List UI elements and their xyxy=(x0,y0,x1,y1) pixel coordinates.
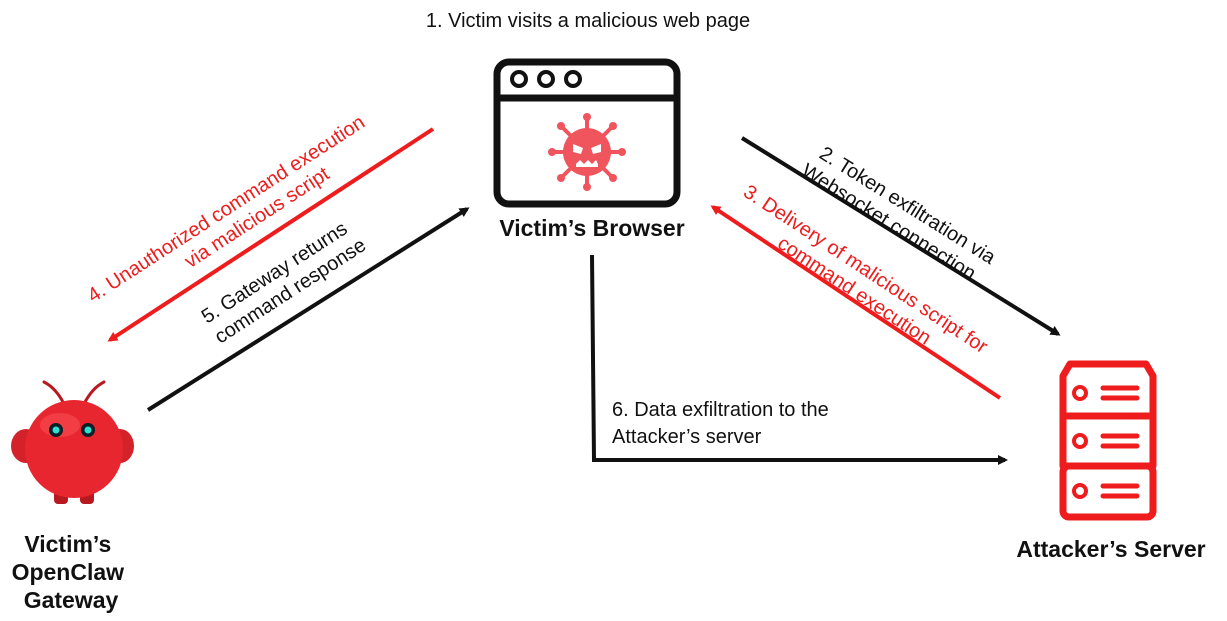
gateway-label-line: OpenClaw xyxy=(12,559,125,585)
browser-window-icon xyxy=(493,58,681,208)
virus-icon xyxy=(548,113,626,191)
step1-line: 1. Victim visits a malicious web page xyxy=(426,10,750,32)
gateway-label-line: Gateway xyxy=(24,587,119,613)
gateway-label-line: Victim’s xyxy=(24,531,111,557)
arrow-script-delivery xyxy=(710,205,1002,400)
step6-line: 6. Data exfiltration to the xyxy=(612,399,829,421)
arrow-unauthorized-execution xyxy=(107,127,435,342)
openclaw-creature-icon xyxy=(11,380,134,504)
arrow-gateway-response xyxy=(146,207,470,412)
browser-label: Victim’s Browser xyxy=(499,215,684,241)
step6-line: Attacker’s server xyxy=(612,426,762,448)
gateway-label: Victim’s OpenClaw Gateway xyxy=(12,531,131,613)
server-label: Attacker’s Server xyxy=(1016,536,1205,562)
step1-label: 1. Victim visits a malicious web page xyxy=(426,10,750,32)
arrow-data-exfiltration xyxy=(590,254,1008,465)
server-rack-icon xyxy=(1059,360,1157,521)
step6-label: 6. Data exfiltration to the Attacker’s s… xyxy=(612,399,834,448)
arrow-token-exfiltration xyxy=(740,136,1061,336)
